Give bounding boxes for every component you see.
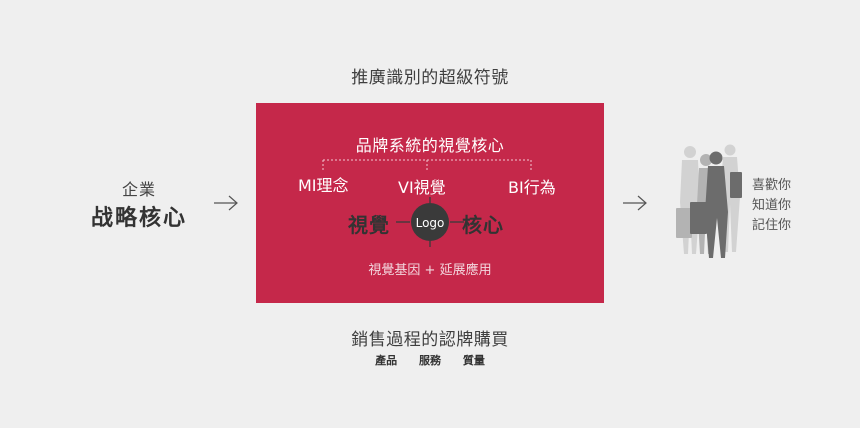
bi-behavior-label: BI行為 — [508, 178, 556, 197]
shoppers-silhouette-icon — [676, 144, 742, 258]
right-arrow-icon — [214, 195, 238, 211]
panel-title: 品牌系統的視覺核心 — [355, 136, 505, 155]
item-quality: 質量 — [462, 354, 485, 367]
strategy-core-label: 战略核心 — [90, 206, 187, 231]
item-service: 服務 — [419, 354, 441, 367]
logo-circle-icon: Logo — [396, 197, 464, 247]
panel-subtitle: 視覺基因 + 延展應用 — [368, 263, 492, 278]
right-line-know: 知道你 — [752, 198, 792, 213]
bottom-items: 產品 服務 質量 — [0, 352, 860, 368]
mi-concept-label: MI理念 — [298, 176, 349, 195]
right-line-remember: 記住你 — [752, 218, 792, 233]
customer-response-list: 喜歡你 知道你 記住你 — [752, 176, 798, 236]
bottom-title: 銷售過程的認牌購買 — [351, 330, 509, 350]
bracket-connector — [322, 159, 532, 170]
enterprise-label: 企業 — [121, 180, 156, 199]
logo-text: Logo — [416, 216, 445, 230]
visual-core-text: 視覺 — [348, 213, 390, 237]
right-arrow-icon — [623, 195, 647, 211]
top-title: 推廣識別的超級符號 — [351, 68, 509, 88]
core-text: 核心 — [462, 213, 504, 237]
vi-visual-label: VI視覺 — [398, 178, 446, 197]
right-line-like: 喜歡你 — [752, 178, 792, 193]
item-product: 產品 — [375, 354, 398, 367]
